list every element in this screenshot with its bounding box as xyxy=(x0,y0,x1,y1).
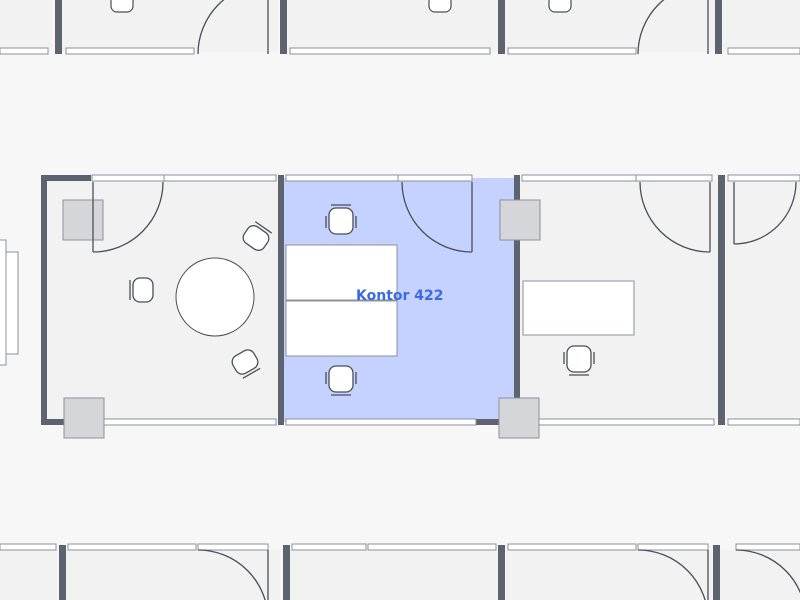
door-arc-bottom-1 xyxy=(197,549,266,600)
door-arc-bottom-2 xyxy=(637,549,706,600)
kontor-422-furniture xyxy=(285,204,398,396)
chair xyxy=(325,365,357,396)
room-top-1[interactable] xyxy=(0,0,52,52)
room-top-5[interactable] xyxy=(723,0,800,52)
top-chairs xyxy=(110,0,572,13)
room-top-2[interactable] xyxy=(62,0,278,52)
bottom-windows xyxy=(0,543,800,551)
desk xyxy=(285,300,398,357)
room-top-4[interactable] xyxy=(505,0,715,52)
column xyxy=(63,397,105,439)
room-bottom-2[interactable] xyxy=(66,550,280,600)
door-arc-bottom-3 xyxy=(735,549,800,594)
top-walls xyxy=(55,0,722,54)
column xyxy=(62,199,104,241)
middle-walls xyxy=(41,175,725,425)
bottom-room-row xyxy=(0,543,800,600)
room-far-right[interactable] xyxy=(726,180,800,420)
door-arc-top-2 xyxy=(637,0,665,55)
room-top-3[interactable] xyxy=(288,0,498,52)
chair xyxy=(110,0,134,13)
door-arc-far-right xyxy=(733,181,797,245)
room-bottom-4[interactable] xyxy=(506,550,712,600)
bottom-walls xyxy=(59,545,720,600)
chair xyxy=(129,277,154,303)
middle-doors xyxy=(92,181,797,253)
middle-top-windows xyxy=(91,174,800,182)
door-arc-top-1 xyxy=(197,0,225,55)
chair xyxy=(231,349,261,379)
top-doors xyxy=(197,0,709,55)
sofa xyxy=(0,239,19,366)
chair xyxy=(563,345,595,376)
round-table xyxy=(175,257,255,337)
room-bottom-1[interactable] xyxy=(0,550,57,600)
chair xyxy=(325,204,357,235)
left-room-furniture xyxy=(129,221,273,379)
room-label-kontor-422[interactable]: Kontor 422 xyxy=(356,288,444,304)
desk xyxy=(285,244,398,301)
top-room-row xyxy=(0,0,800,55)
bottom-doors xyxy=(197,549,800,600)
room-bottom-5[interactable] xyxy=(720,550,800,600)
top-windows xyxy=(0,47,800,55)
door-arc-left-room xyxy=(92,181,164,253)
chair xyxy=(242,221,273,251)
chair xyxy=(548,0,572,13)
right-room-furniture xyxy=(522,280,635,376)
room-bottom-3[interactable] xyxy=(290,550,498,600)
door-arc-right-room xyxy=(639,181,711,253)
middle-bottom-windows xyxy=(83,418,800,426)
columns xyxy=(62,199,541,439)
chair xyxy=(428,0,452,13)
door-arc-kontor-422 xyxy=(401,181,473,253)
column xyxy=(499,199,541,241)
column xyxy=(498,397,540,439)
desk xyxy=(522,280,635,336)
